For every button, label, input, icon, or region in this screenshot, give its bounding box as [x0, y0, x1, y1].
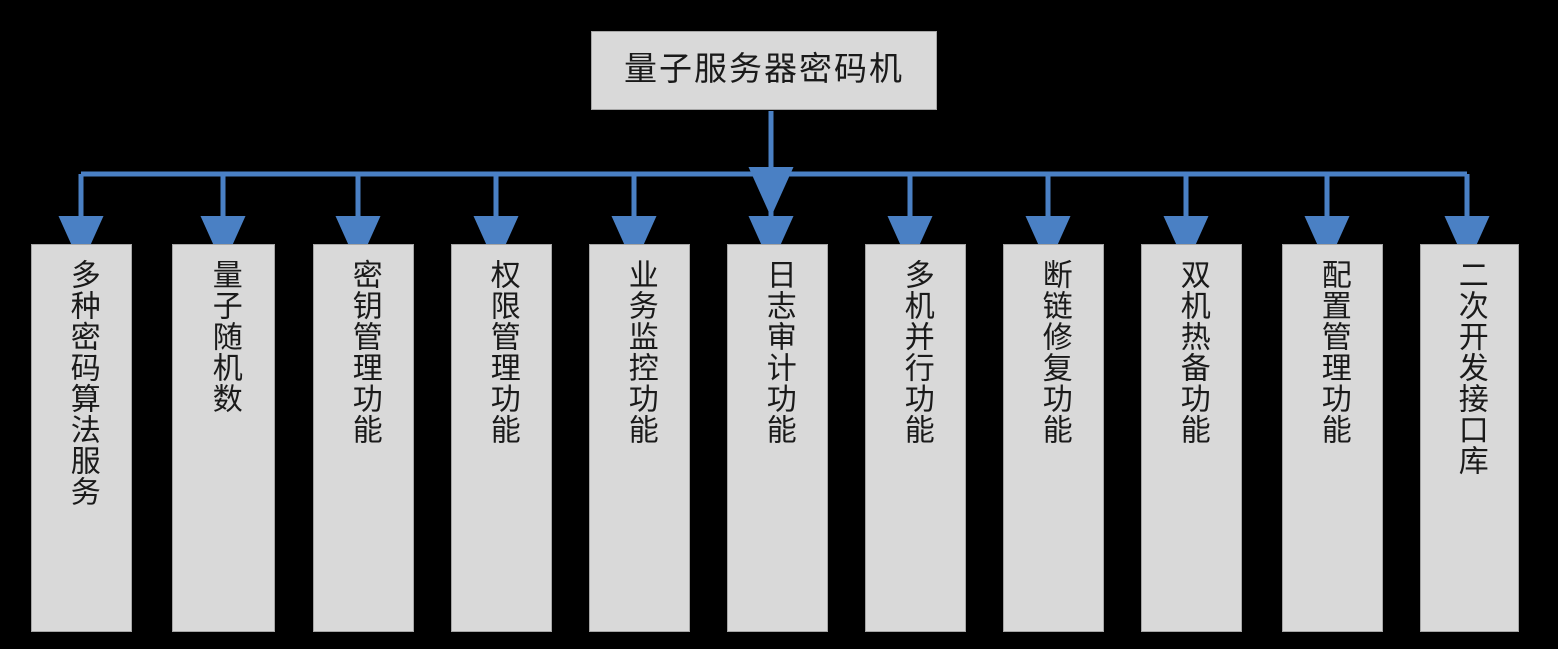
leaf-node-label: 日志审计功能	[761, 259, 795, 445]
root-node-label: 量子服务器密码机	[624, 52, 904, 88]
leaf-node-4[interactable]: 权限管理功能	[451, 244, 552, 632]
root-node[interactable]: 量子服务器密码机	[591, 31, 937, 110]
leaf-node-11[interactable]: 二次开发接口库	[1420, 244, 1519, 632]
leaf-node-label: 双机热备功能	[1175, 259, 1209, 445]
leaf-node-label: 密钥管理功能	[347, 259, 381, 445]
leaf-node-label: 多机并行功能	[899, 259, 933, 445]
leaf-node-3[interactable]: 密钥管理功能	[313, 244, 414, 632]
leaf-node-label: 业务监控功能	[623, 259, 657, 445]
leaf-node-9[interactable]: 双机热备功能	[1141, 244, 1242, 632]
leaf-node-1[interactable]: 多种密码算法服务	[31, 244, 132, 632]
leaf-node-label: 量子随机数	[207, 259, 241, 414]
leaf-node-5[interactable]: 业务监控功能	[589, 244, 690, 632]
leaf-node-8[interactable]: 断链修复功能	[1003, 244, 1104, 632]
leaf-node-7[interactable]: 多机并行功能	[865, 244, 966, 632]
leaf-node-label: 权限管理功能	[485, 259, 519, 445]
leaf-node-label: 断链修复功能	[1037, 259, 1071, 445]
leaf-node-label: 多种密码算法服务	[65, 259, 99, 507]
leaf-node-2[interactable]: 量子随机数	[172, 244, 275, 632]
leaf-node-6[interactable]: 日志审计功能	[727, 244, 828, 632]
leaf-node-label: 配置管理功能	[1316, 259, 1350, 445]
leaf-node-label: 二次开发接口库	[1453, 259, 1487, 476]
leaf-node-10[interactable]: 配置管理功能	[1282, 244, 1383, 632]
